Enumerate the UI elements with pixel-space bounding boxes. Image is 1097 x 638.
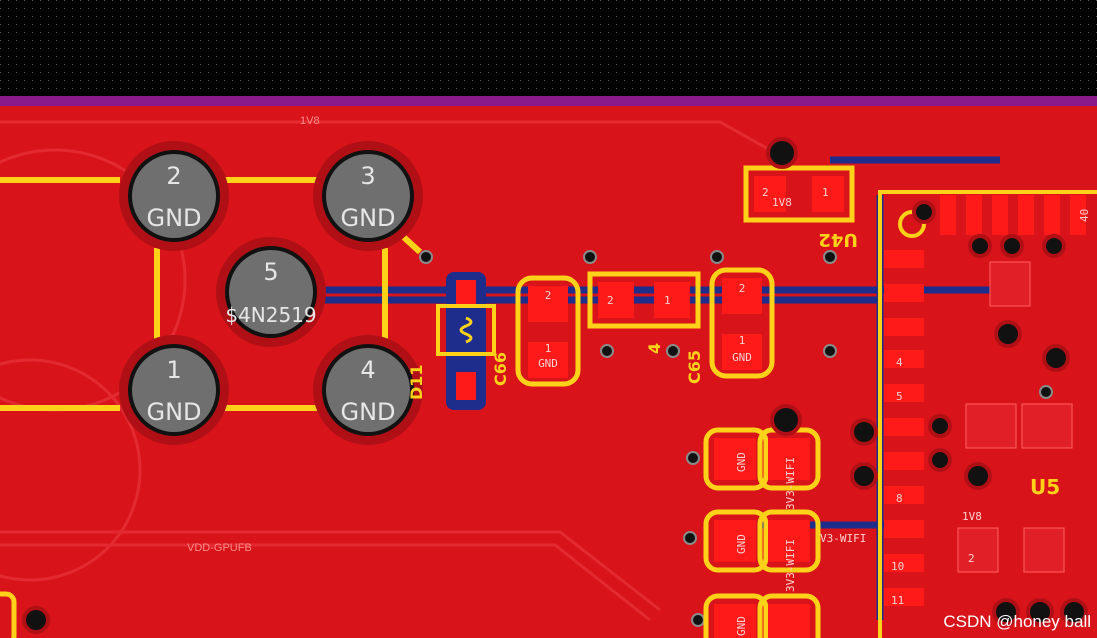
- th2-num: 2: [166, 162, 181, 190]
- cap-3v3-wifi-1: 3V3-WIFI: [784, 457, 797, 510]
- thru-hole-4[interactable]: 4 GND: [313, 335, 423, 445]
- silk-lines: [0, 177, 423, 411]
- th1-net: GND: [146, 398, 201, 426]
- cap-gnd-3: GND: [735, 616, 748, 636]
- c65-pad2: 2: [739, 282, 746, 295]
- cap-gnd-1: GND: [735, 452, 748, 472]
- ic-pin-5: 5: [896, 390, 903, 403]
- u5-pads: [957, 261, 1073, 573]
- ic-pin-11: 11: [891, 594, 904, 607]
- u42-1v8: 1V8: [772, 196, 792, 209]
- th3-num: 3: [360, 162, 375, 190]
- net-label-v3-wifi: V3-WIFI: [820, 532, 866, 545]
- th4-num: 4: [360, 356, 375, 384]
- ic-pin40: 40: [1078, 209, 1091, 222]
- ic-pin-8: 8: [896, 492, 903, 505]
- u42-component[interactable]: 2 1V8 1: [743, 137, 855, 223]
- r-pad2: 2: [607, 294, 614, 307]
- refdes-c65: C65: [685, 350, 704, 384]
- u5-1v8: 1V8: [962, 510, 982, 523]
- u42-pad1: 1: [822, 186, 829, 199]
- c66-gnd: GND: [538, 357, 558, 370]
- u5-pad2: 2: [968, 552, 975, 565]
- ic-vias: [850, 200, 1088, 626]
- cap-gnd-2: GND: [735, 534, 748, 554]
- ic-top-pins: [940, 195, 1086, 235]
- refdes-4: 4: [645, 343, 664, 354]
- cap-3v3-wifi-2: 3V3-WIFI: [784, 539, 797, 592]
- c66-pad1: 1: [545, 342, 552, 355]
- watermark: CSDN @honey ball: [943, 612, 1091, 631]
- vias: [419, 250, 1053, 627]
- cap-column[interactable]: [703, 427, 821, 638]
- resistor-r4[interactable]: 2 1: [587, 271, 701, 329]
- thru-hole-5[interactable]: 5 $4N2519: [216, 237, 326, 347]
- th4-net: GND: [340, 398, 395, 426]
- cap-c65[interactable]: 2 1 GND: [709, 267, 775, 379]
- grid-dots: [0, 0, 1097, 96]
- refdes-c66: C66: [491, 352, 510, 386]
- th5-net: $4N2519: [225, 303, 316, 327]
- cap-c66[interactable]: 2 1 GND: [515, 275, 581, 387]
- th2-net: GND: [146, 204, 201, 232]
- u42-pad2: 2: [762, 186, 769, 199]
- ic-left-pins: [884, 250, 924, 606]
- c65-pad1: 1: [739, 334, 746, 347]
- via-large: [770, 404, 802, 436]
- r-pad1: 1: [664, 294, 671, 307]
- ic-pin-10: 10: [891, 560, 904, 573]
- c66-pad2: 2: [545, 289, 552, 302]
- refdes-d11: D11: [407, 364, 426, 400]
- ic-pin-labels: 4 5 8 10 11: [891, 356, 904, 607]
- partial-pad-bottom-left: [0, 591, 50, 638]
- refdes-u5: U5: [1030, 475, 1060, 499]
- c65-gnd: GND: [732, 351, 752, 364]
- thru-hole-2[interactable]: 2 GND: [119, 141, 229, 251]
- th3-net: GND: [340, 204, 395, 232]
- board-edge: [0, 96, 1097, 106]
- th1-num: 1: [166, 356, 181, 384]
- ic-pin-4: 4: [896, 356, 903, 369]
- thru-hole-1[interactable]: 1 GND: [119, 335, 229, 445]
- refdes-u42: U42: [818, 229, 858, 250]
- net-label-vdd-gpufb: VDD-GPUFB: [187, 542, 252, 554]
- thru-hole-3[interactable]: 3 GND: [313, 141, 423, 251]
- th5-num: 5: [263, 258, 278, 286]
- d11-component[interactable]: [436, 272, 496, 410]
- net-label-1v8: 1V8: [300, 115, 320, 127]
